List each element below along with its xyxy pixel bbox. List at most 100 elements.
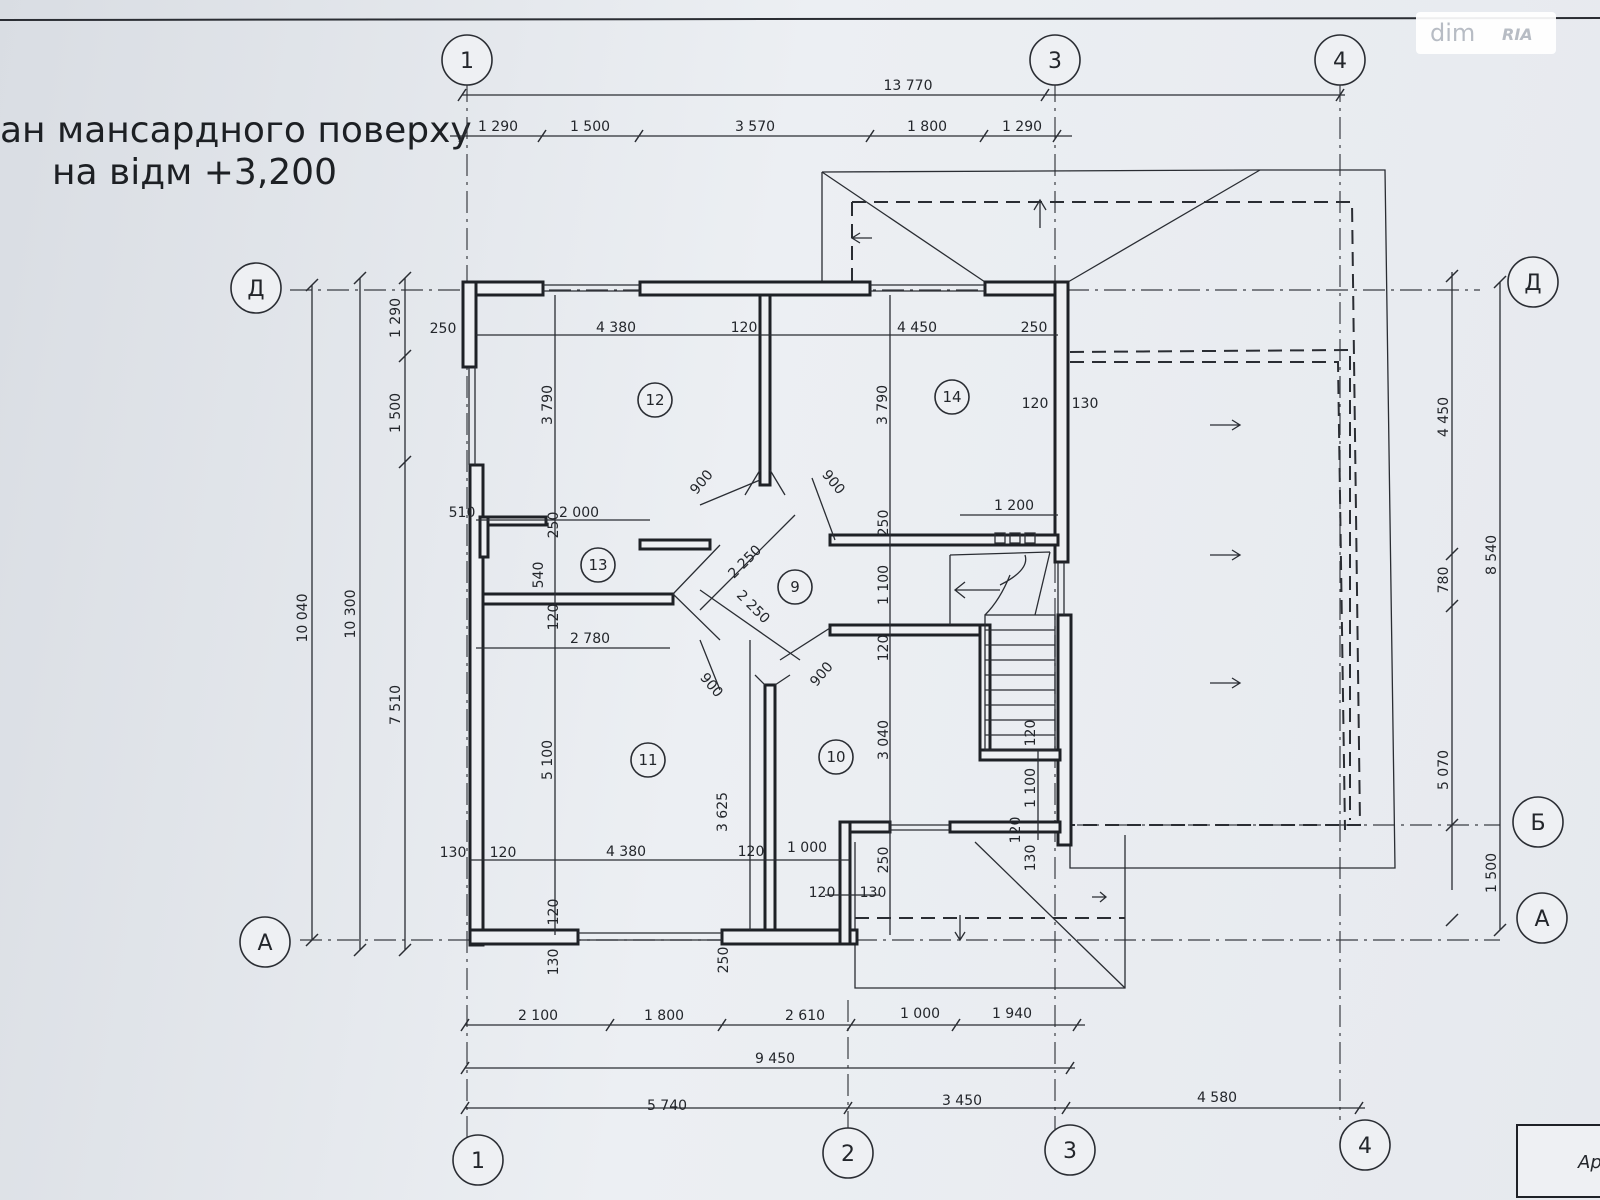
axis-marker-3-bottom [1044, 1124, 1096, 1176]
roof-outline [821, 169, 1396, 989]
dim-r11-w: 4 380 [606, 844, 646, 860]
dim-2780: 2 780 [570, 631, 610, 647]
dim-120f: 120 [490, 845, 517, 861]
room-label-12: 12 [645, 391, 664, 409]
dim-130c: 130 [860, 885, 887, 901]
axis-label-1-top: 1 [460, 49, 474, 74]
dim-top-3: 3 570 [735, 119, 775, 135]
dim-3625: 3 625 [715, 792, 731, 832]
dim-1100b: 1 100 [1023, 768, 1039, 808]
dim-door900-1: 900 [687, 467, 716, 498]
axis-label-b-right: Б [1530, 811, 1545, 836]
dim-1200: 1 200 [994, 498, 1034, 514]
dim-250c: 250 [876, 510, 892, 537]
axis-label-a-left: А [257, 931, 272, 956]
dim-w120a: 120 [731, 320, 758, 336]
title-line-2: на відм +3,200 [52, 152, 337, 193]
dim-r14-w: 4 450 [897, 320, 937, 336]
dim-w130a: 130 [1072, 396, 1099, 412]
dim-right-5070: 5 070 [1436, 750, 1452, 790]
dim-250e: 250 [716, 947, 732, 974]
axis-marker-a-left [239, 916, 291, 968]
room-marker-10 [818, 739, 854, 775]
dim-top-2: 1 500 [570, 119, 610, 135]
dim-1100a: 1 100 [876, 565, 892, 605]
dim-door900-2: 900 [818, 467, 847, 498]
dim-r14-h: 3 790 [875, 385, 891, 425]
dim-right-1500: 1 500 [1484, 853, 1500, 893]
dim-130d: 130 [1023, 845, 1039, 872]
axis-marker-1-bottom [452, 1134, 504, 1186]
dim-3040: 3 040 [876, 720, 892, 760]
axis-marker-4-bottom [1339, 1119, 1391, 1171]
walls [461, 280, 1073, 947]
stair [949, 532, 1056, 751]
dim-top-5: 1 290 [1002, 119, 1042, 135]
dim-top-1: 1 290 [478, 119, 518, 135]
dim-250a: 250 [546, 512, 562, 539]
axis-marker-d-right [1507, 256, 1559, 308]
dim-r12-h: 3 790 [540, 385, 556, 425]
dim-top-4: 1 800 [907, 119, 947, 135]
axis-label-a-right: А [1534, 907, 1549, 932]
dim-left-1500: 1 500 [388, 393, 404, 433]
dim-right-8540: 8 540 [1484, 535, 1500, 575]
dim-bot-5: 1 940 [992, 1006, 1032, 1022]
axis-label-d-right: Д [1524, 271, 1541, 296]
dim-bot-axis-3: 4 580 [1197, 1090, 1237, 1106]
room-label-14: 14 [942, 388, 961, 406]
dim-120c: 120 [546, 604, 562, 631]
axis-marker-1-top [441, 34, 493, 86]
dim-510: 510 [449, 505, 476, 521]
dim-250d: 250 [876, 847, 892, 874]
sheet-border [0, 17, 1600, 21]
room-label-9: 9 [790, 578, 800, 596]
room-marker-11 [630, 742, 666, 778]
dim-bot-4: 1 000 [900, 1006, 940, 1022]
dim-120g: 120 [738, 844, 765, 860]
dim-door900-4: 900 [807, 659, 836, 690]
dim-5100: 5 100 [540, 740, 556, 780]
dim-w250b: 250 [1021, 320, 1048, 336]
dim-120i: 120 [1008, 817, 1024, 844]
dim-bot-1: 2 100 [518, 1008, 558, 1024]
dim-bot-3: 2 610 [785, 1008, 825, 1024]
dim-r12-w: 4 380 [596, 320, 636, 336]
interior-dimension-lines [470, 295, 1058, 935]
dim-left-outer: 10 040 [295, 594, 311, 643]
dim-right-780: 780 [1436, 567, 1452, 594]
axis-label-2-bottom: 2 [841, 1142, 855, 1167]
watermark-dim-text: dim [1430, 19, 1476, 47]
dim-120d: 120 [876, 635, 892, 662]
dim-right-4450: 4 450 [1436, 397, 1452, 437]
exterior-dimension-lines [305, 88, 1507, 1115]
axis-markers: 1 3 4 1 2 3 4 Д Д Б А А [230, 34, 1568, 1186]
axis-marker-a-right [1516, 892, 1568, 944]
dim-2250b: 2 250 [733, 587, 773, 627]
dim-bot-2: 1 800 [644, 1008, 684, 1024]
dim-130e: 130 [546, 949, 562, 976]
watermark-logo: dim RIA [1416, 12, 1556, 54]
dim-w120b: 120 [1022, 396, 1049, 412]
dim-bot-axis-2: 3 450 [942, 1093, 982, 1109]
room-marker-14 [934, 379, 970, 415]
door-swings [672, 469, 836, 691]
title-line-1: ан мансардного поверху [0, 110, 472, 151]
dim-120k: 120 [546, 899, 562, 926]
dim-overall-top: 13 770 [884, 78, 933, 94]
dim-540: 540 [531, 562, 547, 589]
axis-marker-d-left [230, 262, 282, 314]
room-label-13: 13 [588, 556, 607, 574]
windows [468, 284, 1065, 941]
dim-120e: 120 [1023, 720, 1039, 747]
axis-marker-2-bottom [822, 1127, 874, 1179]
axis-marker-3-top [1029, 34, 1081, 86]
watermark-ria-text: RIA [1502, 25, 1533, 44]
dim-2250a: 2 250 [725, 542, 765, 582]
dim-1000: 1 000 [787, 840, 827, 856]
room-marker-9 [777, 569, 813, 605]
axis-marker-4-top [1314, 34, 1366, 86]
axis-label-4-top: 4 [1333, 49, 1347, 74]
room-marker-13 [580, 547, 616, 583]
